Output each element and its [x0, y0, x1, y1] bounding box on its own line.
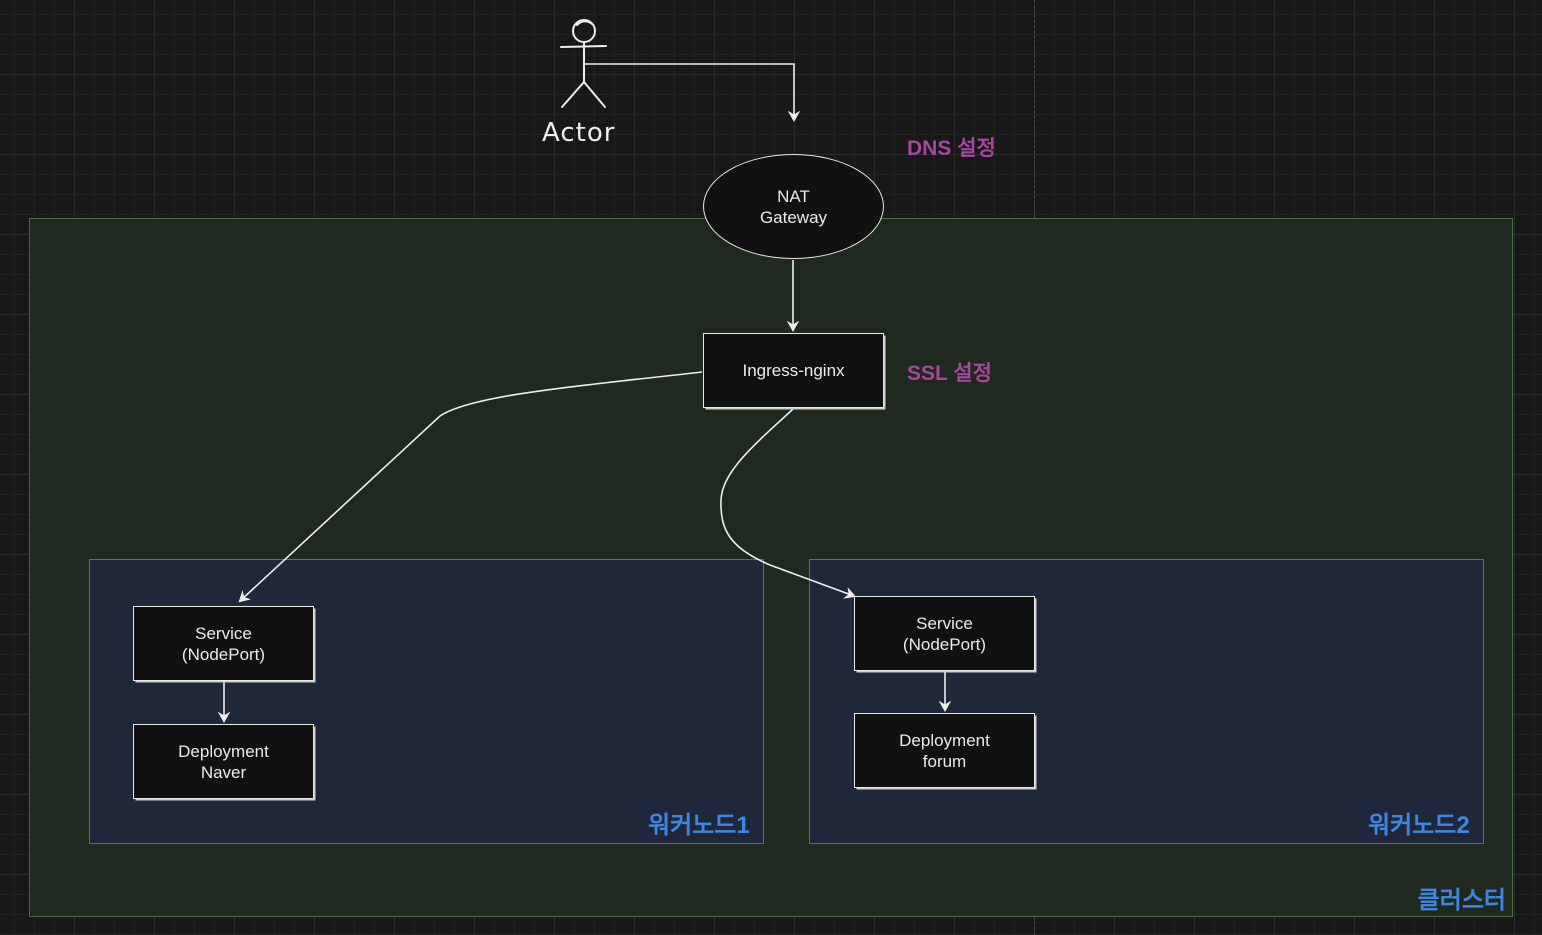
nat-gateway-node[interactable]: NAT Gateway	[703, 154, 884, 259]
ingress-nginx-node[interactable]: Ingress-nginx	[703, 333, 884, 408]
service-nodeport-node-2[interactable]: Service (NodePort)	[854, 596, 1035, 671]
edge-ingress-to-service1[interactable]	[240, 371, 703, 601]
service-nodeport-node-1[interactable]: Service (NodePort)	[133, 606, 314, 681]
actor-right-leg	[583, 81, 606, 108]
ssl-setup-note[interactable]: SSL 설정	[907, 362, 992, 385]
edge-ingress-to-service2[interactable]	[720, 408, 854, 596]
worker-node-1-label: 워커노드1	[648, 812, 750, 839]
actor-left-leg	[561, 81, 585, 108]
worker-node-2-label: 워커노드2	[1368, 812, 1470, 839]
edge-actor-to-nat[interactable]	[584, 63, 794, 120]
actor-arms	[560, 45, 607, 48]
actor-label: Actor	[542, 118, 616, 148]
deployment-naver-node[interactable]: Deployment Naver	[133, 724, 314, 799]
dns-setup-note[interactable]: DNS 설정	[907, 137, 996, 160]
deployment-forum-node[interactable]: Deployment forum	[854, 713, 1035, 788]
cluster-label: 클러스터	[1417, 887, 1506, 914]
actor-figure[interactable]	[560, 19, 607, 108]
actor-hair	[576, 20, 593, 26]
